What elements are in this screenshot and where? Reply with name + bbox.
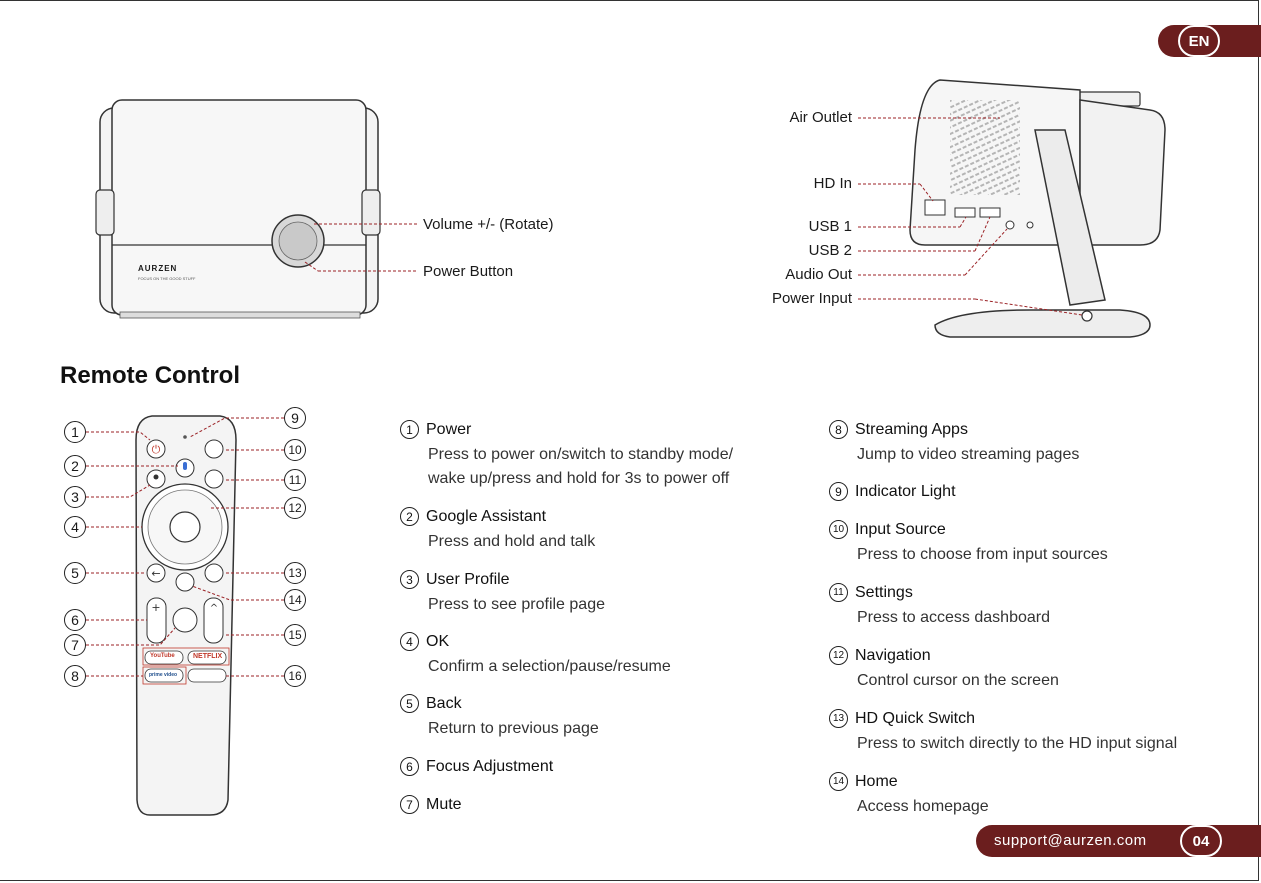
item-navigation-desc: Control cursor on the screen xyxy=(857,672,1059,689)
item-home-desc: Access homepage xyxy=(857,798,989,815)
svg-text:^: ^ xyxy=(210,603,218,614)
remote-callout-4: 4 xyxy=(64,516,86,538)
item-power-desc-2: wake up/press and hold for 3s to power o… xyxy=(428,470,730,487)
remote-callout-5: 5 xyxy=(64,562,86,584)
language-badge[interactable]: EN xyxy=(1178,25,1220,57)
label-power-input: Power Input xyxy=(771,290,852,307)
remote-callout-9: 9 xyxy=(284,407,306,429)
front-tagline: FOCUS ON THE GOOD STUFF xyxy=(138,276,196,281)
item-streaming-desc: Jump to video streaming pages xyxy=(857,446,1080,463)
label-air-outlet: Air Outlet xyxy=(789,109,852,126)
remote-callout-11: 11 xyxy=(284,469,306,491)
remote-callout-14: 14 xyxy=(284,589,306,611)
item-user-profile-desc: Press to see profile page xyxy=(428,596,605,613)
svg-text:⏻: ⏻ xyxy=(152,443,161,456)
prime-button-label: prime video xyxy=(149,672,178,678)
remote-callout-10: 10 xyxy=(284,439,306,461)
remote-callout-12: 12 xyxy=(284,497,306,519)
label-usb2: USB 2 xyxy=(808,242,852,259)
item-hd-switch-desc: Press to switch directly to the HD input… xyxy=(857,735,1178,752)
remote-callout-3: 3 xyxy=(64,486,86,508)
remote-callout-2: 2 xyxy=(64,455,86,477)
item-ok-desc: Confirm a selection/pause/resume xyxy=(428,658,671,675)
remote-illustration: ⏻ ← + ^ xyxy=(86,415,284,816)
label-volume: Volume +/- (Rotate) xyxy=(423,216,554,233)
remote-callout-13: 13 xyxy=(284,562,306,584)
item-settings-desc: Press to access dashboard xyxy=(857,609,1050,626)
support-email-link[interactable]: support@aurzen.com xyxy=(994,832,1147,849)
remote-callout-15: 15 xyxy=(284,624,306,646)
remote-callout-16: 16 xyxy=(284,665,306,687)
remote-callout-8: 8 xyxy=(64,665,86,687)
front-brand: AURZEN xyxy=(138,264,178,273)
projector-front-illustration xyxy=(95,99,418,319)
section-title: Remote Control xyxy=(60,362,240,389)
item-power-desc-1: Press to power on/switch to standby mode… xyxy=(428,446,734,463)
item-input-source-desc: Press to choose from input sources xyxy=(857,546,1108,563)
projector-side-illustration xyxy=(858,79,1166,338)
page-number: 04 xyxy=(1180,825,1222,857)
item-back-desc: Return to previous page xyxy=(428,720,599,737)
svg-text:+: + xyxy=(151,601,160,614)
remote-callout-6: 6 xyxy=(64,609,86,631)
remote-callout-1: 1 xyxy=(64,421,86,443)
label-power-button: Power Button xyxy=(423,263,514,280)
remote-callout-7: 7 xyxy=(64,634,86,656)
svg-text:←: ← xyxy=(151,567,160,580)
label-usb1: USB 1 xyxy=(808,218,852,235)
item-google-assistant-desc: Press and hold and talk xyxy=(428,533,596,550)
label-hd-in: HD In xyxy=(813,175,852,192)
netflix-button-label: NETFLIX xyxy=(193,653,223,660)
youtube-button-label: YouTube xyxy=(150,653,175,659)
label-audio-out: Audio Out xyxy=(785,266,852,283)
